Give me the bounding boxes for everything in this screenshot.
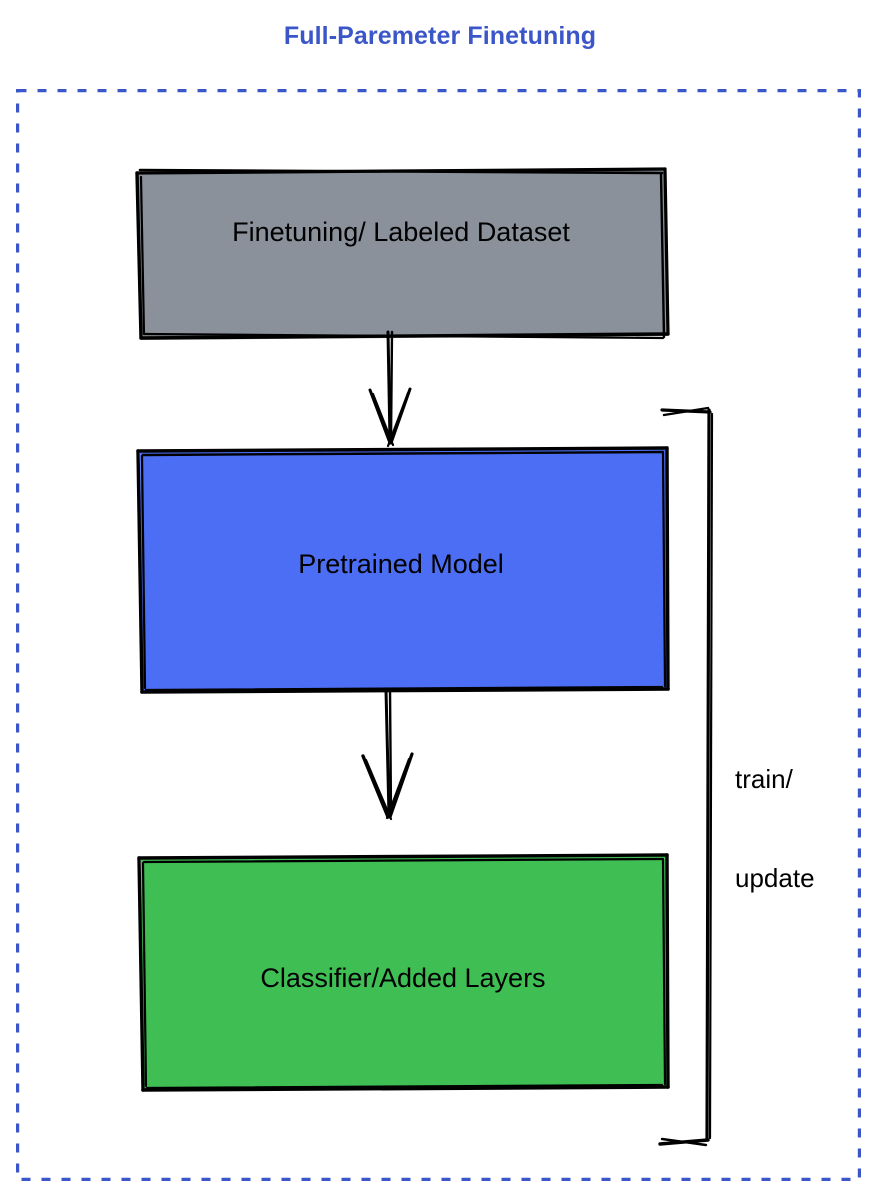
arrow-dataset-to-model	[368, 330, 412, 448]
node-pretrained-model[interactable]: Pretrained Model	[132, 444, 670, 694]
feedback-bracket-label: train/ update	[735, 696, 815, 962]
node-classifier-shape	[137, 853, 670, 1092]
feedback-bracket	[658, 406, 714, 1147]
node-pretrained-model-shape	[136, 446, 670, 694]
node-pretrained-model-label: Pretrained Model	[298, 549, 504, 579]
node-classifier[interactable]: Classifier/Added Layers	[134, 852, 672, 1092]
arrow-model-to-classifier	[361, 688, 414, 821]
page-title: Full-Paremeter Finetuning	[283, 22, 597, 50]
node-dataset-label: Finetuning/ Labeled Dataset	[232, 217, 570, 247]
node-dataset[interactable]: Finetuning/ Labeled Dataset	[132, 164, 670, 340]
node-classifier-label: Classifier/Added Layers	[260, 963, 546, 993]
node-dataset-shape	[135, 167, 670, 340]
feedback-label-line2: update	[735, 863, 815, 894]
feedback-label-line1: train/	[735, 763, 793, 794]
